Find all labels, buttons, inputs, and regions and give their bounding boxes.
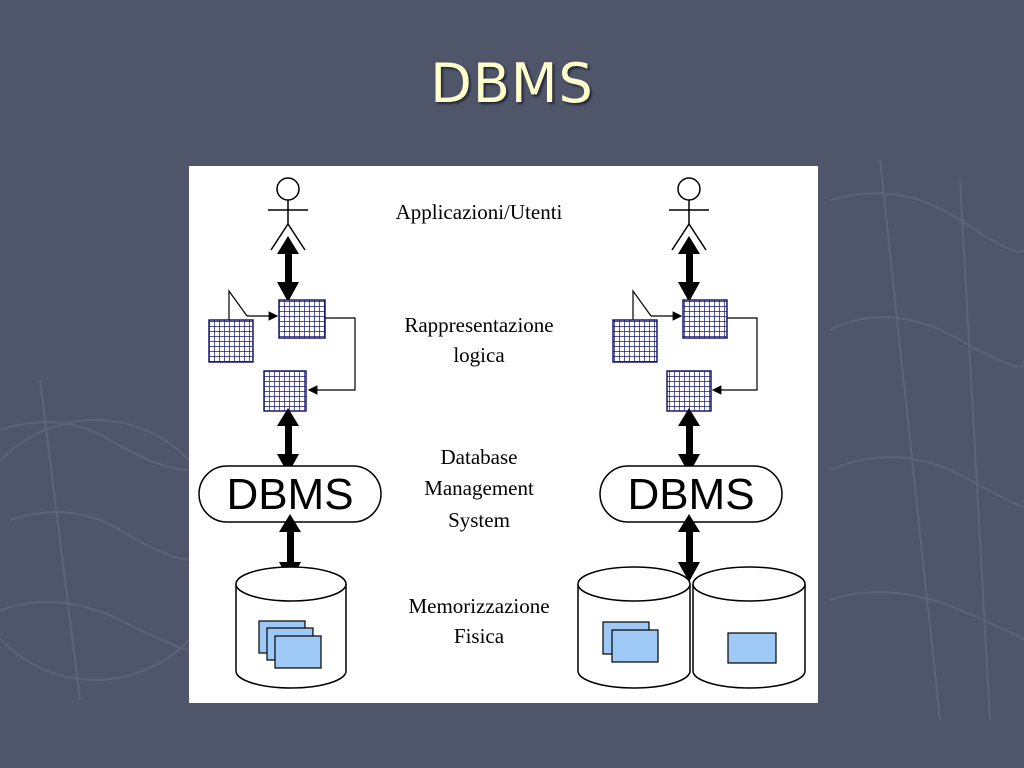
right-stack: DBMS [577, 177, 806, 689]
label-logical-line2: logica [453, 343, 505, 367]
label-storage-line2: Fisica [454, 624, 505, 648]
dbms-diagram: DBMS Applicazioni/Utenti Rappresentazion… [198, 177, 806, 689]
label-users: Applicazioni/Utenti [396, 200, 563, 224]
internal-schema-grid-icon [263, 370, 307, 412]
document-flag-icon [612, 289, 658, 363]
double-arrow-icon [678, 514, 700, 582]
layer-labels: Applicazioni/Utenti Rappresentazione log… [396, 200, 563, 648]
label-storage-line1: Memorizzazione [408, 594, 549, 618]
document-flag-icon [208, 289, 254, 363]
user-stick-figure-icon [268, 177, 308, 251]
dbms-capsule-label: DBMS [226, 470, 353, 519]
dbms-capsule: DBMS [198, 465, 382, 523]
label-logical-line1: Rappresentazione [404, 313, 553, 337]
database-cylinder-icon [235, 566, 347, 689]
internal-schema-grid-icon [666, 370, 712, 412]
dbms-capsule: DBMS [599, 465, 783, 523]
double-arrow-icon [678, 236, 700, 302]
label-dbms-line2: Management [424, 476, 534, 500]
database-cylinder-icon [692, 566, 806, 689]
diagram-panel: DBMS Applicazioni/Utenti Rappresentazion… [189, 166, 818, 703]
logical-schema-grid-icon [278, 299, 326, 339]
logical-schema-grid-icon [682, 299, 728, 339]
slide-title: DBMS [430, 52, 594, 115]
double-arrow-icon [678, 408, 700, 474]
label-dbms-line3: System [448, 508, 510, 532]
left-stack: DBMS [198, 177, 382, 689]
double-arrow-icon [277, 408, 299, 474]
label-dbms-line1: Database [441, 445, 518, 469]
database-cylinder-icon [577, 566, 691, 689]
user-stick-figure-icon [669, 177, 709, 251]
double-arrow-icon [277, 236, 299, 302]
dbms-capsule-label: DBMS [627, 470, 754, 519]
